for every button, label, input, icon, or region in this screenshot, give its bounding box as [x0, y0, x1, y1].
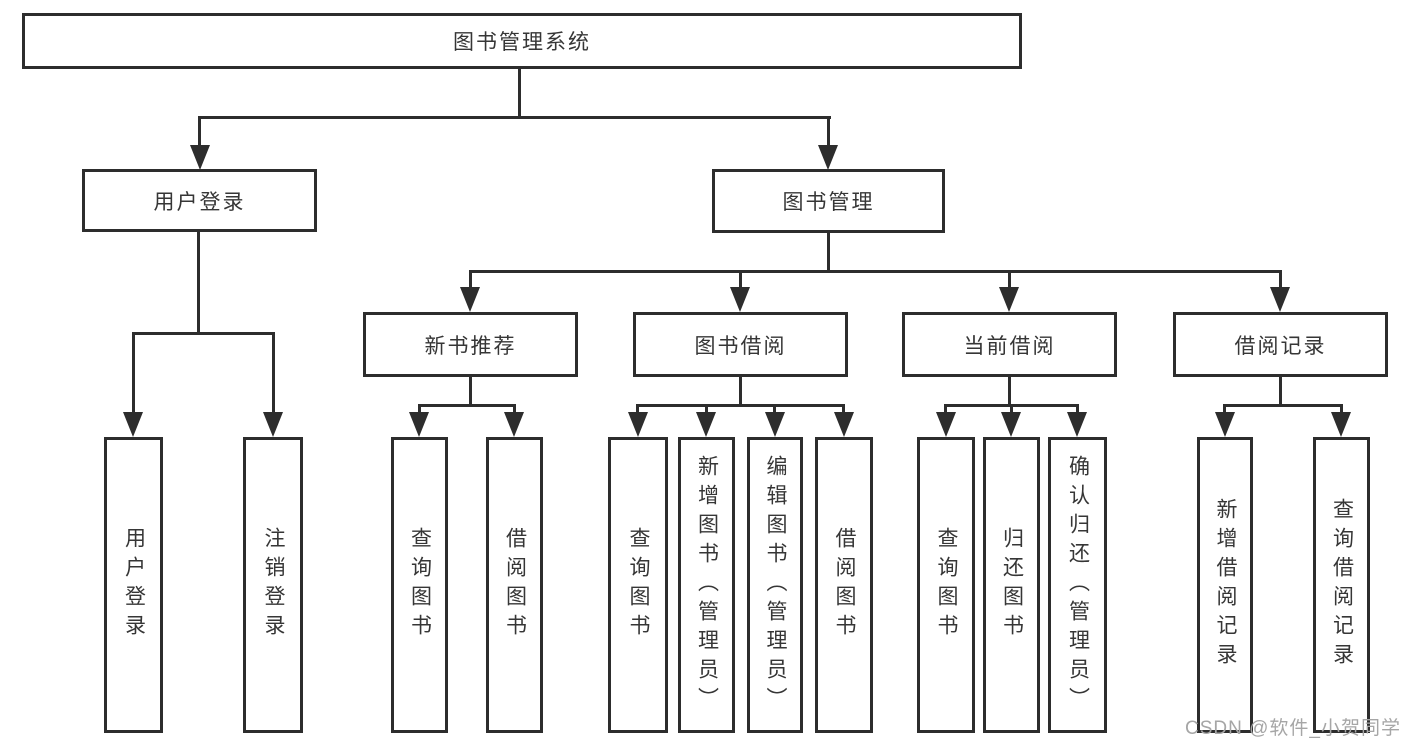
- connector-level1-rail: [198, 116, 831, 119]
- arrowhead-down-icon: [1067, 412, 1087, 437]
- arrowhead-down-icon: [730, 287, 750, 312]
- leaf-logout: 注销登录: [243, 437, 303, 733]
- connector-groupB-leaf4-drop: [842, 406, 845, 414]
- connector-groupD-leaf2-drop: [1340, 406, 1343, 414]
- leaf-borrowing-query-books: 查询图书: [608, 437, 668, 733]
- leaf-user-login: 用户登录: [104, 437, 163, 733]
- leaf-confirm-return-admin-label: 确认归还（管理员）: [1066, 454, 1090, 716]
- connector-groupA-leaf1-drop: [418, 406, 421, 414]
- leaf-query-borrow-record: 查询借阅记录: [1313, 437, 1370, 733]
- connector-management-drop: [827, 118, 830, 150]
- node-user-login: 用户登录: [82, 169, 317, 232]
- arrowhead-down-icon: [628, 412, 648, 437]
- connector-groupA-rail: [418, 404, 516, 407]
- arrowhead-down-icon: [123, 412, 143, 437]
- node-book-borrowing: 图书借阅: [633, 312, 848, 377]
- connector-groupA-stem: [469, 377, 472, 406]
- leaf-current-query-books: 查询图书: [917, 437, 975, 733]
- connector-group4-drop: [1279, 272, 1282, 290]
- node-book-management: 图书管理: [712, 169, 945, 233]
- arrowhead-down-icon: [504, 412, 524, 437]
- node-borrow-records-label: 借阅记录: [1234, 334, 1327, 358]
- node-new-book-recommend-label: 新书推荐: [424, 334, 517, 358]
- arrowhead-down-icon: [190, 145, 210, 170]
- connector-groupD-rail: [1223, 404, 1343, 407]
- arrowhead-down-icon: [263, 412, 283, 437]
- leaf-add-borrow-record-label: 新增借阅记录: [1214, 498, 1237, 672]
- connector-groupC-rail: [944, 404, 1079, 407]
- connector-groupB-rail: [636, 404, 845, 407]
- connector-groupC-leaf2-drop: [1010, 406, 1013, 414]
- arrowhead-down-icon: [1001, 412, 1021, 437]
- csdn-watermark: CSDN @软件_小贺同学: [1185, 718, 1401, 739]
- connector-groupC-leaf1-drop: [944, 406, 947, 414]
- leaf-edit-book-admin: 编辑图书（管理员）: [747, 437, 803, 733]
- connector-groupB-leaf2-drop: [705, 406, 708, 414]
- leaf-add-borrow-record: 新增借阅记录: [1197, 437, 1253, 733]
- leaf-recommend-borrow-books: 借阅图书: [486, 437, 543, 733]
- connector-login-leaf2-drop: [272, 334, 275, 414]
- connector-groupD-stem: [1279, 377, 1282, 406]
- leaf-add-book-admin-label: 新增图书（管理员）: [695, 454, 719, 716]
- leaf-add-book-admin: 新增图书（管理员）: [678, 437, 735, 733]
- node-book-management-label: 图书管理: [782, 191, 875, 214]
- node-current-borrowing-label: 当前借阅: [963, 334, 1056, 358]
- leaf-borrowing-query-books-label: 查询图书: [627, 527, 650, 643]
- node-root-system: 图书管理系统: [22, 13, 1022, 69]
- connector-login-drop: [198, 118, 201, 150]
- connector-groupB-leaf1-drop: [636, 406, 639, 414]
- arrowhead-down-icon: [1331, 412, 1351, 437]
- arrowhead-down-icon: [936, 412, 956, 437]
- arrowhead-down-icon: [696, 412, 716, 437]
- arrowhead-down-icon: [834, 412, 854, 437]
- leaf-return-books-label: 归还图书: [1000, 527, 1024, 643]
- leaf-confirm-return-admin: 确认归还（管理员）: [1048, 437, 1107, 733]
- arrowhead-down-icon: [999, 287, 1019, 312]
- connector-login-rail: [132, 332, 275, 335]
- connector-level3-rail: [469, 270, 1282, 273]
- arrowhead-down-icon: [409, 412, 429, 437]
- leaf-return-books: 归还图书: [983, 437, 1040, 733]
- arrowhead-down-icon: [460, 287, 480, 312]
- leaf-recommend-query-books-label: 查询图书: [408, 527, 432, 643]
- leaf-recommend-query-books: 查询图书: [391, 437, 448, 733]
- connector-groupD-leaf1-drop: [1223, 406, 1226, 414]
- connector-login-stem: [197, 232, 200, 334]
- connector-groupB-leaf3-drop: [773, 406, 776, 414]
- arrowhead-down-icon: [818, 145, 838, 170]
- node-user-login-label: 用户登录: [153, 190, 246, 214]
- leaf-logout-label: 注销登录: [262, 527, 285, 643]
- leaf-borrowing-borrow-books-label: 借阅图书: [833, 527, 856, 643]
- leaf-current-query-books-label: 查询图书: [935, 527, 958, 643]
- arrowhead-down-icon: [1215, 412, 1235, 437]
- leaf-user-login-label: 用户登录: [122, 527, 146, 643]
- leaf-edit-book-admin-label: 编辑图书（管理员）: [764, 454, 787, 716]
- connector-group3-drop: [1008, 272, 1011, 290]
- leaf-borrowing-borrow-books: 借阅图书: [815, 437, 873, 733]
- arrowhead-down-icon: [765, 412, 785, 437]
- leaf-query-borrow-record-label: 查询借阅记录: [1330, 498, 1354, 672]
- arrowhead-down-icon: [1270, 287, 1290, 312]
- node-current-borrowing: 当前借阅: [902, 312, 1117, 377]
- node-borrow-records: 借阅记录: [1173, 312, 1388, 377]
- leaf-recommend-borrow-books-label: 借阅图书: [503, 527, 527, 643]
- connector-groupC-stem: [1008, 377, 1011, 406]
- connector-group2-drop: [739, 272, 742, 290]
- connector-groupB-stem: [739, 377, 742, 406]
- node-root-label: 图书管理系统: [453, 31, 591, 54]
- connector-management-stem: [827, 232, 830, 272]
- node-book-borrowing-label: 图书借阅: [694, 334, 787, 358]
- connector-login-leaf1-drop: [132, 334, 135, 414]
- node-new-book-recommend: 新书推荐: [363, 312, 578, 377]
- connector-groupA-leaf2-drop: [513, 406, 516, 414]
- connector-root-stem: [518, 69, 521, 117]
- connector-groupC-leaf3-drop: [1076, 406, 1079, 414]
- connector-group1-drop: [469, 272, 472, 290]
